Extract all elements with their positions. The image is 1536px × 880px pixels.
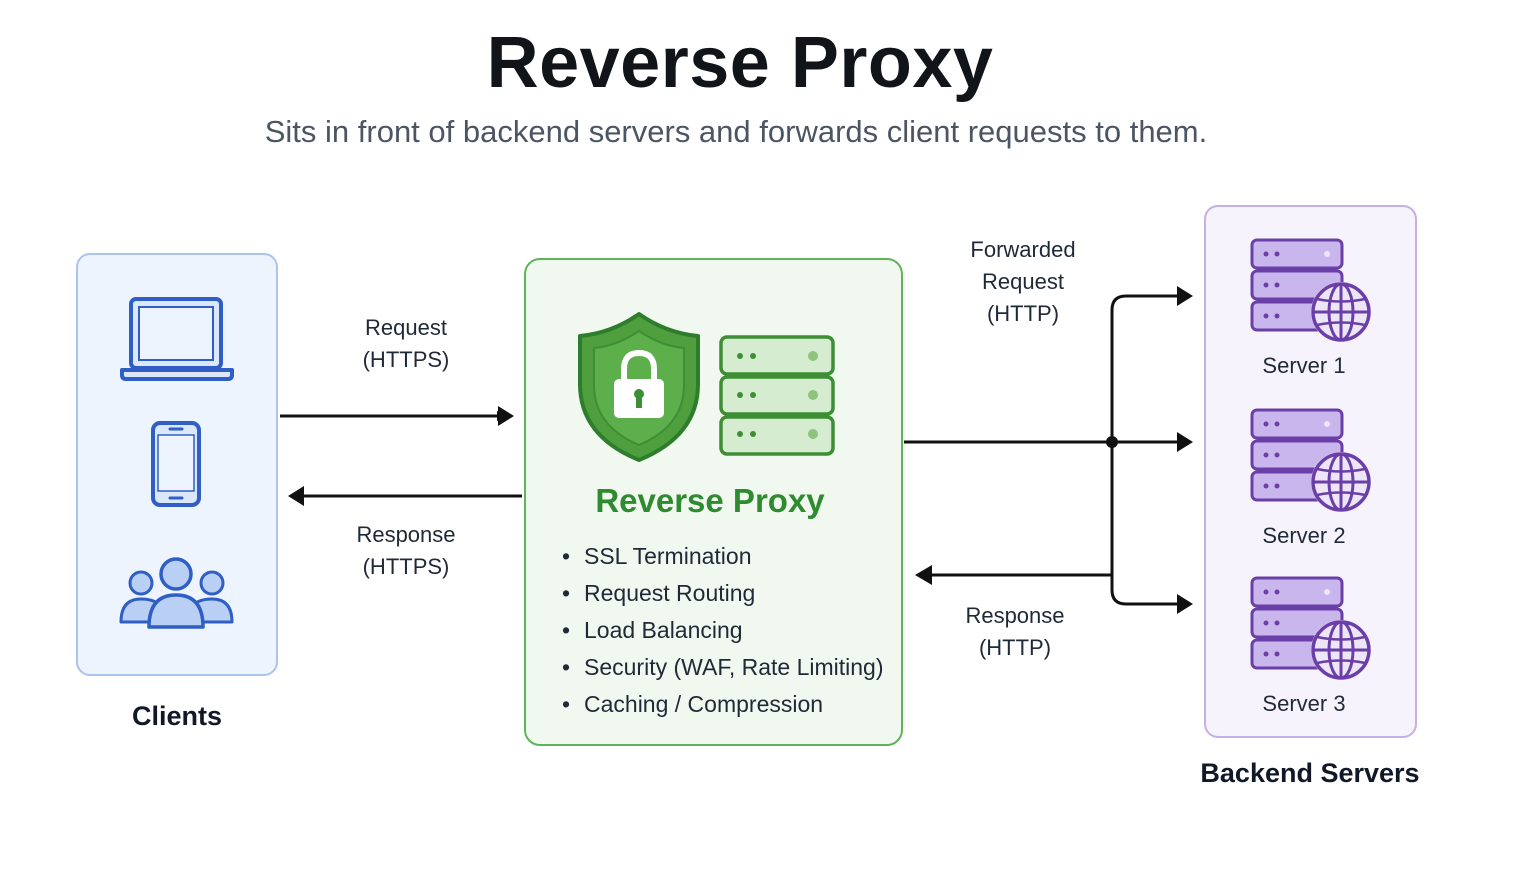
response-label-line-2: (HTTPS) — [362, 554, 450, 579]
forwarded-arrowhead-server-2 — [1177, 432, 1193, 452]
page-subtitle: Sits in front of backend servers and for… — [264, 114, 1208, 149]
response-arrowhead — [288, 486, 304, 506]
reverse-proxy-panel — [524, 258, 903, 746]
server-2-label: Server 2 — [1262, 523, 1346, 548]
forwarded-label-line-1: Forwarded — [970, 237, 1076, 262]
server-1-label: Server 1 — [1262, 353, 1346, 378]
forwarded-label-line-3: (HTTP) — [986, 301, 1060, 326]
forwarded-arrowhead-server-1 — [1177, 286, 1193, 306]
feature-item: •SSL Termination — [562, 543, 752, 569]
shield-lock-icon — [578, 312, 700, 462]
feature-item: •Security (WAF, Rate Limiting) — [562, 654, 884, 680]
server-globe-icon — [1250, 238, 1371, 342]
backend-response-line-1: Response — [965, 603, 1065, 628]
response-label: Response (HTTPS) — [330, 519, 482, 583]
feature-item: •Caching / Compression — [562, 691, 824, 717]
backend-response-arrowhead — [915, 565, 932, 585]
feature-item: •Load Balancing — [562, 617, 743, 643]
response-label-line-1: Response — [356, 522, 456, 547]
request-arrowhead — [498, 406, 514, 426]
backend-response-label: Response (HTTP) — [934, 600, 1096, 664]
backend-response-line-2: (HTTP) — [978, 635, 1052, 660]
feature-label: Request Routing — [584, 580, 756, 606]
feature-label: SSL Termination — [584, 543, 752, 569]
feature-label: Security (WAF, Rate Limiting) — [584, 654, 884, 680]
forwarded-label-line-2: Request — [982, 269, 1064, 294]
forwarded-arrowhead-server-3 — [1177, 594, 1193, 614]
forwarded-branch-server-1 — [1110, 294, 1180, 442]
page-title: Reverse Proxy — [486, 23, 994, 103]
request-label-line-1: Request — [365, 315, 447, 340]
feature-item: •Request Routing — [562, 580, 756, 606]
proxy-feature-list: •SSL Termination •Request Routing •Load … — [562, 538, 884, 723]
smartphone-icon — [151, 421, 201, 507]
backend-servers-label: Backend Servers — [1200, 758, 1420, 788]
server-stack-icon — [719, 335, 835, 456]
feature-label: Caching / Compression — [584, 691, 824, 717]
server-globe-icon — [1250, 576, 1371, 680]
request-label-line-2: (HTTPS) — [362, 347, 450, 372]
clients-label: Clients — [131, 701, 223, 731]
users-icon — [119, 557, 234, 629]
request-label: Request (HTTPS) — [330, 312, 482, 376]
laptop-icon — [120, 297, 234, 381]
server-globe-icon — [1250, 408, 1371, 512]
feature-label: Load Balancing — [584, 617, 743, 643]
proxy-title: Reverse Proxy — [595, 482, 825, 519]
forwarded-request-label: Forwarded Request (HTTP) — [942, 234, 1104, 330]
server-3-label: Server 3 — [1262, 691, 1346, 716]
forwarded-branch-server-3 — [1110, 442, 1180, 606]
